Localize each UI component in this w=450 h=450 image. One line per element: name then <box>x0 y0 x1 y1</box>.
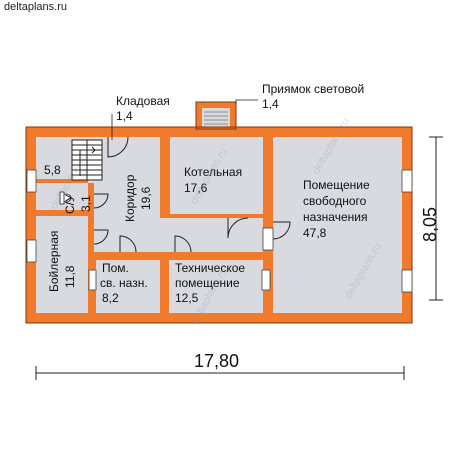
tekhnicheskoe-name-2: помещение <box>175 276 240 290</box>
priyamok-name: Приямок световой <box>262 82 364 96</box>
doors <box>93 136 291 253</box>
callout-leaders <box>111 99 258 140</box>
labels: Кладовая 1,4 Приямок световой 1,4 Котель… <box>44 82 440 371</box>
window-left-top <box>26 169 37 193</box>
light-well-grating <box>204 111 228 125</box>
koridor-name: Коридор <box>123 174 137 222</box>
wall-between-bottom <box>160 252 169 313</box>
staircase <box>71 139 103 181</box>
tekhnicheskoe-area: 12,5 <box>175 291 199 305</box>
dimension-width: 17,80 <box>194 351 239 371</box>
site-name: deltaplans.ru <box>2 1 69 13</box>
wall-su-left <box>88 183 94 260</box>
wall-bottom-rooms <box>88 252 263 260</box>
pom-sv-area: 8,2 <box>102 291 119 305</box>
dimension-depth: 8,05 <box>420 207 440 242</box>
wall-outlines <box>25 101 413 324</box>
door-stair <box>107 136 129 158</box>
stair-area: 5,8 <box>44 163 61 177</box>
kotelnaya-name: Котельная <box>184 165 242 179</box>
room-pom-sv-nazn <box>96 260 160 313</box>
window-left-boiler <box>26 239 37 263</box>
light-well <box>202 108 230 127</box>
boilernaya-name: Бойлерная <box>47 231 61 292</box>
priyamok-area: 1,4 <box>262 97 279 111</box>
window-right-top <box>401 169 413 193</box>
koridor-area: 19,6 <box>139 186 153 210</box>
door-center-corridor <box>119 235 137 253</box>
room-tekhnicheskoe <box>169 260 263 313</box>
door-boiler <box>93 229 109 245</box>
room-boilernaya <box>36 215 88 313</box>
wall-stair-divider <box>36 179 88 183</box>
pomeshchenie-name-1: Помещение <box>303 178 370 192</box>
window-pom-sv <box>88 269 97 291</box>
wall-center <box>263 137 273 313</box>
door-kotelnaya <box>227 217 249 239</box>
kladovaya-area: 1,4 <box>116 109 133 123</box>
rooms <box>36 137 402 313</box>
pomeshchenie-name-2: свободного <box>303 194 367 208</box>
room-pomeshchenie-svobodnogo <box>273 137 402 313</box>
su-name: С/У <box>63 194 77 214</box>
su-area: 3,1 <box>79 195 93 212</box>
window-tekh <box>261 269 271 291</box>
door-tekh <box>174 235 192 253</box>
wall-boiler-top <box>36 210 88 216</box>
pomeshchenie-area: 47,8 <box>303 226 327 240</box>
window-center <box>262 227 274 251</box>
tekhnicheskoe-name-1: Техническое <box>175 261 245 275</box>
pom-sv-name-2: св. назн. <box>100 276 148 290</box>
kotelnaya-area: 17,6 <box>184 181 208 195</box>
wall-kotelnaya-bottom <box>160 214 273 218</box>
boilernaya-area: 11,8 <box>63 265 77 288</box>
toilet-icon <box>59 191 72 205</box>
pomeshchenie-name-3: назначения <box>303 210 367 224</box>
door-su <box>93 193 109 209</box>
pom-sv-name-1: Пом. <box>102 261 129 275</box>
door-right-room <box>272 221 291 240</box>
room-kotelnaya <box>170 137 263 218</box>
windows <box>26 169 413 293</box>
window-right-bottom <box>401 269 413 293</box>
wall-left-stair <box>160 137 170 218</box>
dimension-lines <box>35 136 443 380</box>
kladovaya-name: Кладовая <box>116 94 170 108</box>
